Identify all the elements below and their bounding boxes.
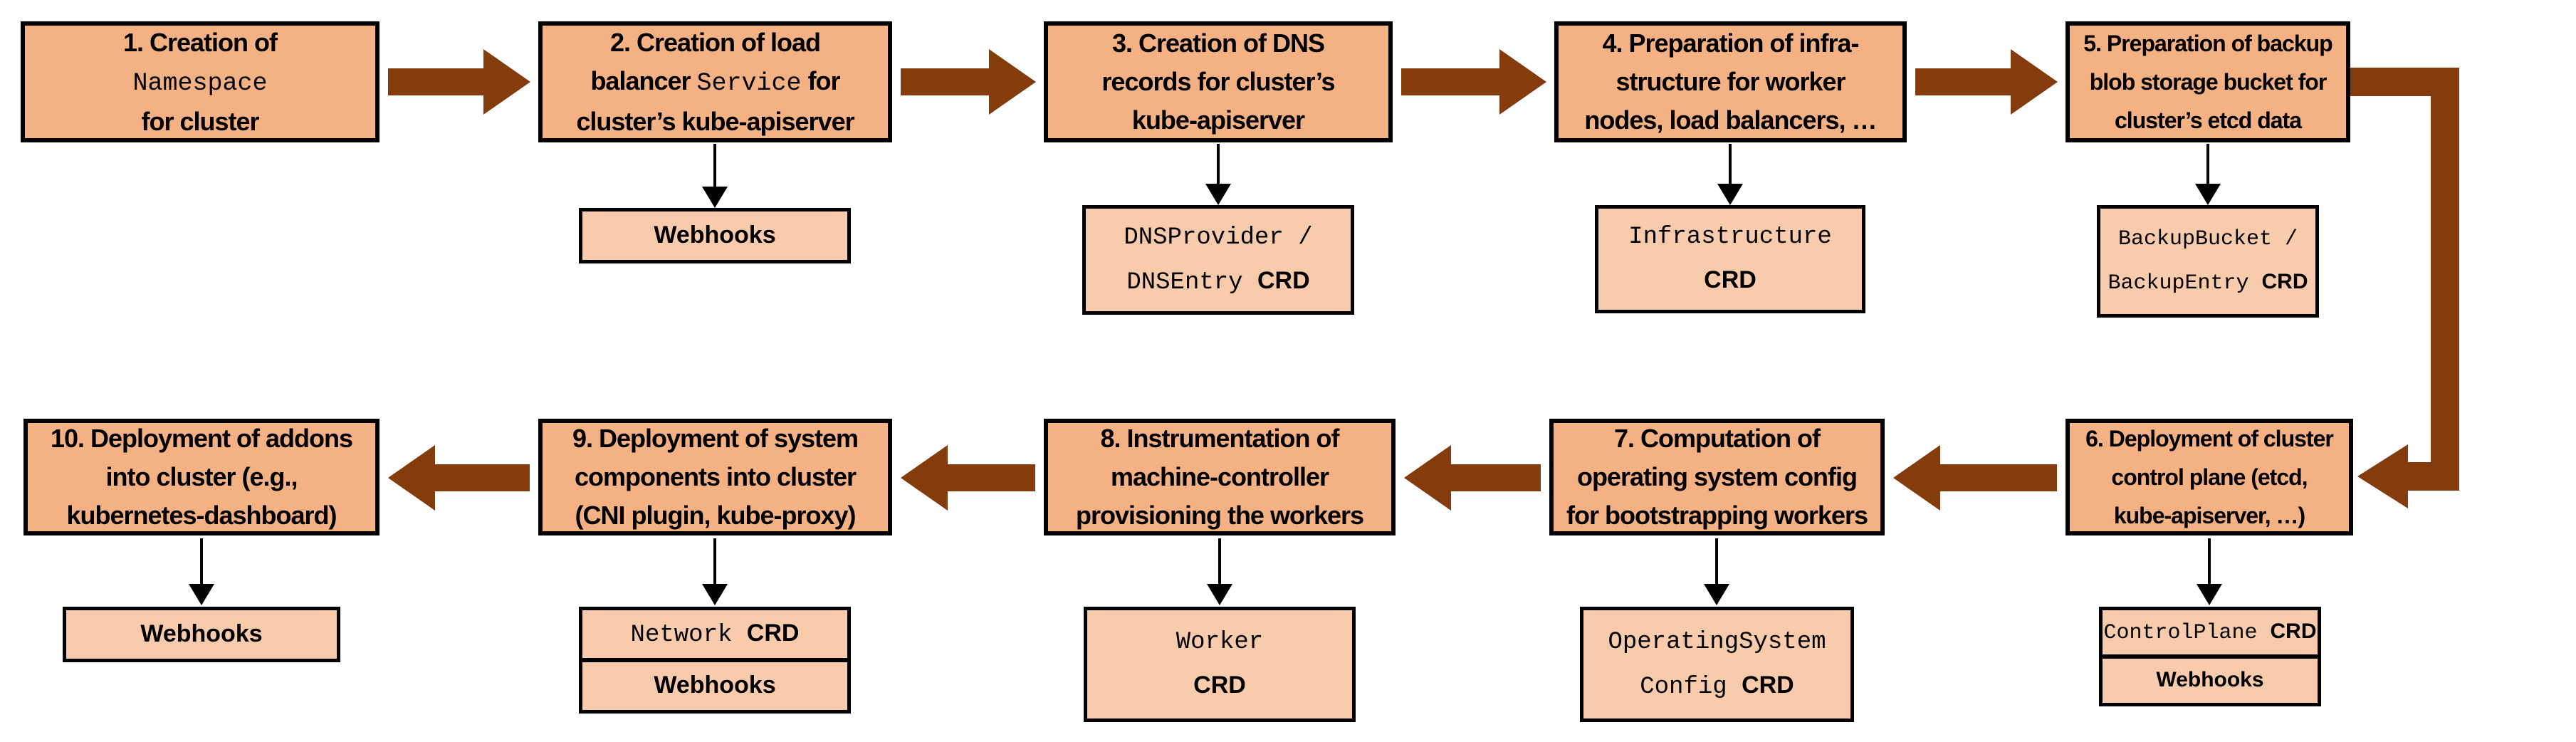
webhooks-box-9: Webhooks bbox=[582, 658, 847, 710]
arrow-shaft bbox=[1218, 538, 1221, 587]
webhooks-box-10: Webhooks bbox=[63, 607, 340, 662]
arrow-shaft bbox=[713, 538, 716, 587]
dnsprovider-dnsentry-crd-box: DNSProvider /DNSEntry CRD bbox=[1082, 205, 1354, 315]
down-arrow-icon-3 bbox=[1205, 144, 1231, 205]
arrow-head bbox=[1893, 445, 1940, 511]
arrow-head bbox=[189, 584, 214, 605]
webhooks-box-2: Webhooks bbox=[579, 208, 851, 263]
arrow-shaft bbox=[901, 68, 992, 95]
arrow-head bbox=[2195, 184, 2221, 205]
arrow-head bbox=[1205, 184, 1231, 205]
arrow-shaft bbox=[2206, 144, 2209, 187]
down-arrow-icon-10 bbox=[189, 538, 214, 605]
flow-arrow-left-icon-9-10 bbox=[388, 445, 530, 511]
down-arrow-icon-6 bbox=[2197, 538, 2222, 605]
down-arrow-icon-5 bbox=[2195, 144, 2221, 205]
arrow-shaft bbox=[1715, 538, 1718, 587]
arrow-head bbox=[2197, 584, 2222, 605]
step-box-4: 4. Preparation of infra-structure for wo… bbox=[1554, 21, 1907, 142]
arrow-head bbox=[1704, 584, 1729, 605]
arrow-shaft bbox=[388, 68, 486, 95]
network-crd-webhooks-stack: Network CRD Webhooks bbox=[579, 607, 851, 714]
arrow-head bbox=[1207, 584, 1232, 605]
arrow-shaft bbox=[713, 144, 716, 189]
arrow-head bbox=[989, 49, 1036, 115]
flow-arrow-right-icon-4-5 bbox=[1915, 49, 2058, 115]
down-arrow-icon-8 bbox=[1207, 538, 1232, 605]
arrow-head bbox=[1717, 184, 1743, 205]
flow-arrow-left-icon-6-7 bbox=[1893, 445, 2057, 511]
arrow-shaft bbox=[432, 464, 530, 491]
arrow-shaft bbox=[1217, 144, 1220, 187]
arrow-head bbox=[702, 584, 728, 605]
flow-arrow-right-icon-3-4 bbox=[1401, 49, 1546, 115]
down-arrow-icon-4 bbox=[1717, 144, 1743, 205]
down-arrow-icon-9 bbox=[702, 538, 728, 605]
arrow-head bbox=[1499, 49, 1546, 115]
arrow-shaft bbox=[1937, 464, 2057, 491]
arrow-shaft bbox=[1401, 68, 1502, 95]
arrow-head bbox=[702, 187, 728, 208]
arrow-head bbox=[901, 445, 948, 511]
webhooks-box-6: Webhooks bbox=[2103, 654, 2318, 703]
arrow-shaft bbox=[1448, 464, 1541, 491]
flow-arrow-left-icon-7-8 bbox=[1404, 445, 1541, 511]
arrow-head bbox=[483, 49, 530, 115]
arrow-head bbox=[388, 445, 435, 511]
arrow-shaft bbox=[1729, 144, 1732, 187]
arrow-head bbox=[2011, 49, 2058, 115]
controlplane-crd-box: ControlPlane CRD bbox=[2103, 620, 2317, 645]
arrow-shaft bbox=[2208, 538, 2211, 587]
controlplane-crd-webhooks-stack: ControlPlane CRD Webhooks bbox=[2099, 607, 2321, 706]
arrow-head bbox=[1404, 445, 1451, 511]
flow-arrow-right-icon-1-2 bbox=[388, 49, 530, 115]
flow-arrow-left-icon-8-9 bbox=[901, 445, 1035, 511]
network-crd-box: Network CRD bbox=[630, 620, 800, 649]
arrow-shaft bbox=[945, 464, 1035, 491]
flow-arrow-right-icon-2-3 bbox=[901, 49, 1036, 115]
backupbucket-backupentry-crd-box: BackupBucket /BackupEntry CRD bbox=[2097, 205, 2319, 318]
arrow-shaft bbox=[200, 538, 203, 587]
down-arrow-icon-7 bbox=[1704, 538, 1729, 605]
arrow-shaft bbox=[1915, 68, 2014, 95]
down-arrow-icon-2 bbox=[702, 144, 728, 208]
